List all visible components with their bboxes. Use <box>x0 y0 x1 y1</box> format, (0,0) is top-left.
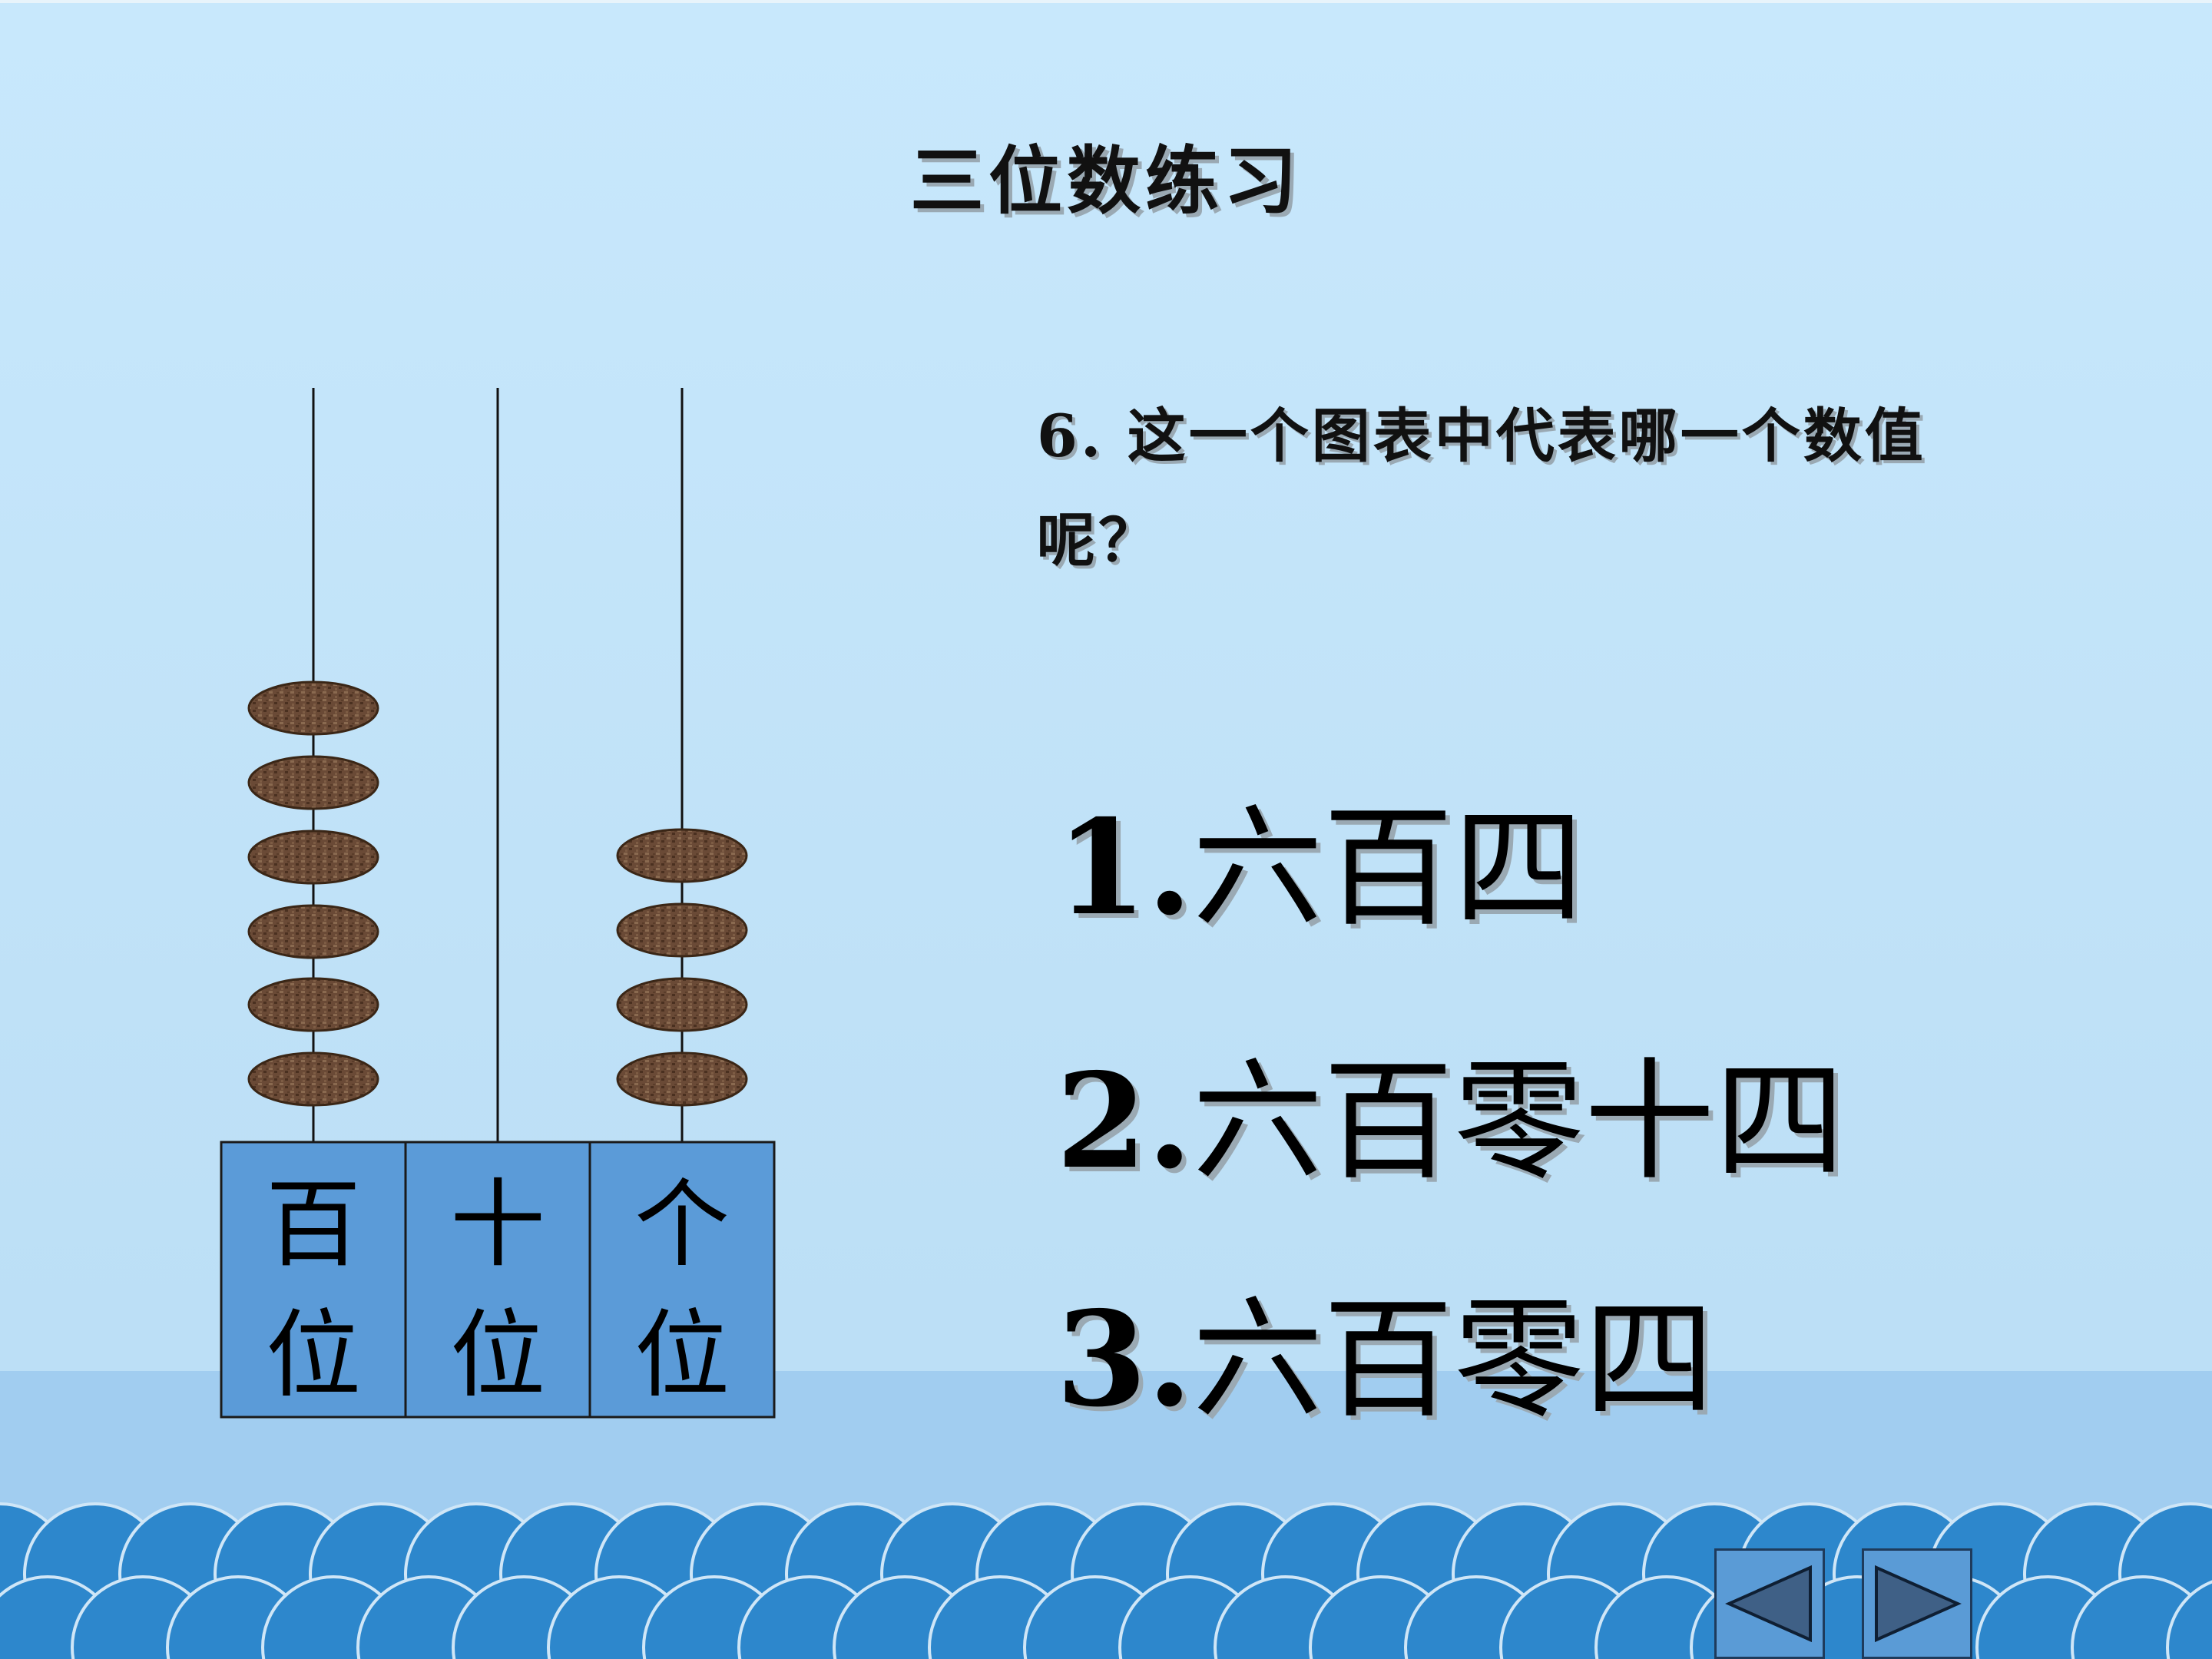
place-label-tens: 十 位 <box>449 1170 545 1411</box>
triangle-left-icon <box>1725 1565 1812 1643</box>
abacus-bead <box>247 977 379 1032</box>
abacus-bead <box>247 755 379 810</box>
place-value-box <box>404 1141 591 1419</box>
option-text: 六百四 <box>1192 793 1584 945</box>
question-text: 6. 这一个图表中代表哪一个数值呢？ <box>1037 402 1926 575</box>
abacus-bead <box>616 828 748 883</box>
answer-option-3[interactable]: 3.六百零四 <box>1056 1283 1715 1437</box>
abacus-beads <box>247 680 748 1107</box>
wave-circle <box>2166 1580 2212 1659</box>
abacus-bead <box>616 902 748 958</box>
abacus-bead <box>247 904 379 959</box>
option-number: 2. <box>1056 1045 1193 1198</box>
next-slide-button[interactable] <box>1862 1548 1972 1659</box>
abacus-bead <box>247 680 379 736</box>
option-number: 1. <box>1056 791 1193 945</box>
place-label-hundreds: 百 位 <box>265 1170 361 1411</box>
answer-option-2[interactable]: 2.六百零十四 <box>1056 1045 1846 1199</box>
place-value-box <box>588 1141 776 1419</box>
abacus-bead <box>616 977 748 1032</box>
option-text: 六百零四 <box>1192 1284 1715 1436</box>
triangle-right-icon <box>1875 1565 1962 1643</box>
abacus-bead <box>247 1051 379 1107</box>
option-number: 3. <box>1056 1283 1193 1436</box>
abacus-rods <box>312 388 684 1142</box>
answer-option-1[interactable]: 1.六百四 <box>1056 791 1584 945</box>
abacus-bead <box>616 1051 748 1107</box>
place-value-boxes <box>220 1141 776 1419</box>
previous-slide-button[interactable] <box>1714 1548 1825 1659</box>
option-text: 六百零十四 <box>1192 1046 1846 1198</box>
place-value-box <box>220 1141 407 1419</box>
abacus-diagram <box>220 388 776 1419</box>
slide-title: 三位数练习 <box>910 137 1302 224</box>
abacus-bead <box>247 830 379 885</box>
place-label-ones: 个 位 <box>634 1170 730 1411</box>
